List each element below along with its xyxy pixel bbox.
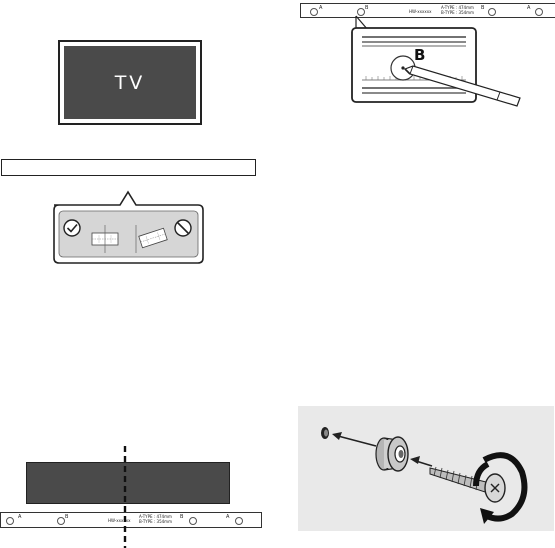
check-circle-icon [63, 219, 81, 237]
tv-label: TV [114, 71, 146, 94]
template-letter-b-left: B [365, 5, 369, 11]
screw-assembly-panel [298, 406, 554, 531]
level-tilted-icon [138, 227, 168, 249]
template-hole [357, 8, 365, 16]
prohibited-circle-icon [174, 219, 192, 237]
ruler-ticks [365, 76, 463, 80]
target-circle [390, 55, 416, 81]
level-straight-icon [91, 225, 119, 253]
zoom-box [351, 27, 477, 103]
template-type-a: A-TYPE : 474mm [441, 5, 474, 10]
template-type-b: B-TYPE : 354mm [441, 10, 474, 15]
template-hole [488, 8, 496, 16]
template-letter-b-right: B [180, 514, 184, 520]
template-type-a: A-TYPE : 474mm [139, 514, 172, 519]
callout-box [53, 190, 204, 264]
template-hole [6, 517, 14, 525]
template-letter-a-left: A [18, 514, 22, 520]
wall-template-bottom: A B HW-xxxxxx A-TYPE : 474mm B-TYPE : 35… [0, 512, 262, 528]
template-type-b: B-TYPE : 354mm [139, 519, 172, 524]
level-guide-icon [58, 210, 199, 258]
template-hole [535, 8, 543, 16]
template-letter-a-right: A [226, 514, 230, 520]
template-model: HW-xxxxxx [409, 9, 432, 14]
template-hole [189, 517, 197, 525]
pencil-icon [403, 65, 521, 107]
tv-bottom-illustration [26, 462, 230, 504]
template-letter-a-right: A [527, 5, 531, 11]
template-hole [310, 8, 318, 16]
template-letter-b-left: B [65, 514, 69, 520]
template-hole [57, 517, 65, 525]
wall-template-strip [1, 159, 256, 176]
tv-screen: TV [64, 46, 196, 119]
template-letter-a-left: A [319, 5, 323, 11]
template-model: HW-xxxxxx [108, 518, 131, 523]
template-hole [235, 517, 243, 525]
wall-template-top: A B HW-xxxxxx A-TYPE : 474mm B-TYPE : 35… [300, 3, 555, 18]
template-letter-b-right: B [481, 5, 485, 11]
tv-illustration: TV [58, 40, 202, 125]
zoom-letter-b: B [414, 46, 426, 64]
